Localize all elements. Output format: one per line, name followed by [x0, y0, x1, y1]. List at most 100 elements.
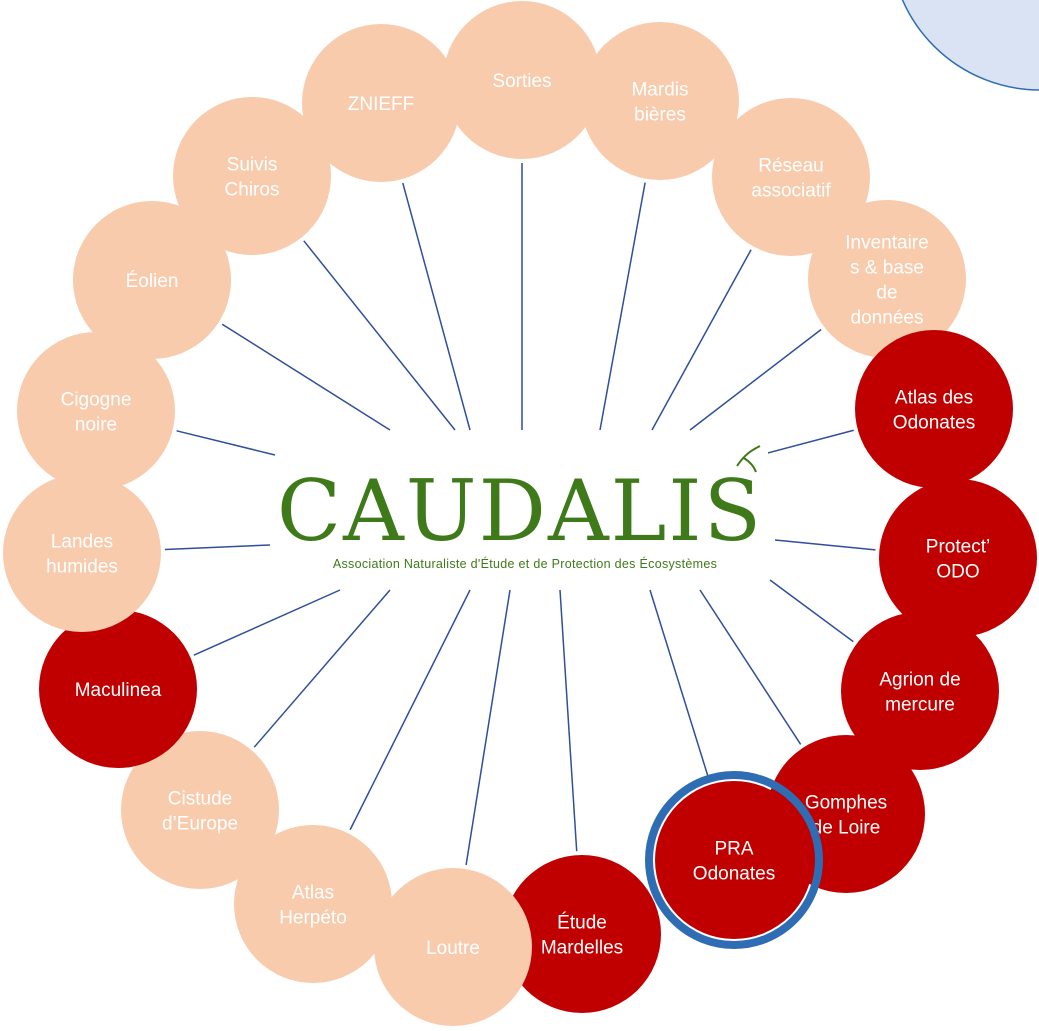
connector-loutre: [465, 589, 511, 866]
connector-landes-humides: [164, 544, 271, 551]
node-label-line: humides: [46, 557, 118, 578]
node-label-line: Loutre: [426, 938, 480, 959]
connector-gomphes: [699, 589, 802, 745]
connector-reseau-associatif: [651, 249, 752, 431]
node-label-line: Atlas des: [895, 388, 973, 409]
node-label-line: Mardelles: [541, 938, 623, 959]
node-label-line: noire: [75, 415, 117, 436]
connector-etude-mardelles: [559, 589, 578, 852]
node-circle: [234, 825, 392, 983]
connector-eolien: [221, 323, 391, 431]
node-circle: [443, 1, 601, 159]
node-label-line: de Loire: [812, 818, 881, 839]
node-maculinea: Maculinea: [39, 610, 197, 768]
node-circle: [73, 201, 231, 359]
node-label-line: bières: [634, 105, 686, 126]
node-protect-odo: Protect’ ODO: [879, 479, 1037, 637]
connector-protect-odo: [774, 539, 876, 551]
node-circle: [39, 610, 197, 768]
node-label-line: Inventaire: [845, 233, 928, 254]
node-circle: [808, 200, 966, 358]
node-label-line: Réseau: [758, 156, 824, 177]
node-circle: [121, 731, 279, 889]
connector-maculinea: [193, 589, 341, 656]
connector-mardis-bieres: [599, 182, 646, 431]
corner-decor-circle: [901, 0, 1039, 91]
node-pra-odonates: PRA Odonates: [645, 771, 823, 949]
node-label-line: associatif: [751, 181, 831, 202]
node-label-line: Cistude: [168, 789, 232, 810]
connector-inventaires: [689, 328, 822, 431]
node-label-line: PRA: [714, 839, 753, 860]
connector-atlas-odonates: [759, 429, 854, 456]
node-mardis-bieres: Mardis bières: [581, 22, 739, 180]
logo-background: [278, 448, 768, 578]
node-circle: [841, 612, 999, 770]
connector-suivis-chiros: [303, 240, 456, 431]
connector-pra-odonates: [649, 589, 711, 781]
node-label-line: Agrion de: [879, 670, 960, 691]
node-label-line: Chiros: [225, 180, 280, 201]
node-label-line: données: [851, 308, 924, 329]
node-label-line: mercure: [885, 695, 955, 716]
node-label-line: Cigogne: [61, 390, 132, 411]
node-label-line: Herpéto: [279, 908, 347, 929]
node-loutre: Loutre: [374, 868, 532, 1026]
node-label-line: s & base: [850, 258, 924, 279]
node-landes-humides: Landes humides: [3, 474, 161, 632]
logo-subtitle: Association Naturaliste d'Étude et de Pr…: [333, 556, 717, 571]
node-label-line: ZNIEFF: [348, 94, 415, 115]
node-circle: [712, 98, 870, 256]
node-label-line: Gomphes: [805, 793, 887, 814]
node-label-line: ODO: [936, 562, 979, 583]
connector-atlas-herpeto: [349, 589, 471, 831]
node-cistude: Cistude d’Europe: [121, 731, 279, 889]
node-label-line: Landes: [51, 532, 113, 553]
node-label-line: Éolien: [126, 271, 179, 292]
dragonfly-icon: [736, 445, 761, 473]
node-label-line: Étude: [557, 913, 607, 934]
node-circle: [503, 855, 661, 1013]
node-circle: [17, 332, 175, 490]
node-circle: [855, 330, 1013, 488]
connector-cistude: [253, 589, 391, 748]
node-label-line: Odonates: [893, 413, 975, 434]
node-inventaires: Inventaire s & base de données: [808, 200, 966, 358]
node-label-line: Odonates: [693, 864, 775, 885]
node-circle: [655, 781, 813, 939]
connector-znieff: [402, 182, 471, 431]
node-circle: [173, 97, 331, 255]
node-eolien: Éolien: [73, 201, 231, 359]
connector-agrion: [769, 579, 854, 643]
connector-lines: [164, 163, 876, 866]
node-circle: [302, 24, 460, 182]
node-label-line: Mardis: [631, 80, 688, 101]
node-sorties: Sorties: [443, 1, 601, 159]
node-circle: [879, 479, 1037, 637]
node-circle: [581, 22, 739, 180]
corner-circle: [901, 0, 1039, 91]
node-label-line: de: [876, 283, 897, 304]
node-circle: [374, 868, 532, 1026]
node-cigogne-noire: Cigogne noire: [17, 332, 175, 490]
node-label-line: Sorties: [492, 71, 551, 92]
logo-title: CAUDALIS: [277, 462, 763, 560]
node-reseau-associatif: Réseau associatif: [712, 98, 870, 256]
node-label-line: d’Europe: [162, 814, 238, 835]
node-circle: [3, 474, 161, 632]
highlight-ring: [645, 771, 823, 949]
connector-cigogne-noire: [176, 430, 276, 456]
logo: CAUDALIS Association Naturaliste d'Étude…: [277, 445, 768, 578]
node-znieff: ZNIEFF: [302, 24, 460, 182]
node-label-line: Suivis: [227, 155, 278, 176]
node-label-line: Atlas: [292, 883, 334, 904]
node-label-line: Protect’: [926, 537, 990, 558]
node-label-line: Maculinea: [75, 680, 162, 701]
